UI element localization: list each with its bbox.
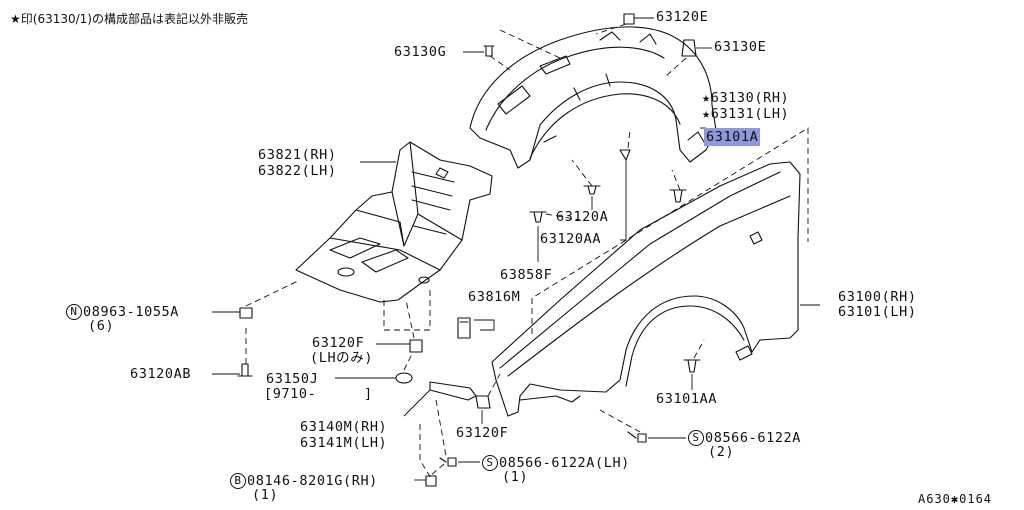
circle-n-symbol: N (66, 304, 82, 320)
part-callout-63150J[interactable]: 63150J (266, 371, 319, 387)
part-callout-63101AA[interactable]: 63101AA (656, 391, 718, 407)
quantity-label: (1) (502, 469, 529, 485)
part-number: 08146-8201G(RH) (247, 473, 378, 489)
part-callout-63131-lh[interactable]: ★63131(LH) (702, 106, 790, 122)
part-callout-63120F[interactable]: 63120F (456, 425, 509, 441)
fasteners (237, 13, 701, 487)
part-number: 08566-6122A (705, 430, 802, 446)
part-callout-63120AB[interactable]: 63120AB (130, 366, 192, 382)
part-callout-63120AA[interactable]: 63120AA (540, 231, 602, 247)
highlighted-part-number[interactable]: 63101A (704, 128, 761, 146)
clip-63816m-drawing (457, 317, 471, 339)
part-callout-63822-lh[interactable]: 63822(LH) (258, 163, 337, 179)
part-callout-63130E[interactable]: 63130E (714, 39, 767, 55)
circle-s-symbol: S (688, 430, 704, 446)
fender-liner-drawing (469, 26, 717, 169)
part-callout-63858F[interactable]: 63858F (500, 267, 553, 283)
part-callout-63100-rh[interactable]: 63100(RH) (838, 289, 917, 305)
part-callout-63821-rh[interactable]: 63821(RH) (258, 147, 337, 163)
date-range-end: ] (364, 386, 373, 402)
circle-b-symbol: B (230, 473, 246, 489)
part-number: 08963-1055A (83, 304, 180, 320)
part-number: 08566-6122A(LH) (499, 455, 630, 471)
splash-shield-drawing (295, 141, 493, 303)
part-callout-63130G[interactable]: 63130G (394, 44, 447, 60)
fender-drawing (491, 161, 801, 417)
part-callout-63120A[interactable]: 63120A (556, 209, 609, 225)
part-callout-63816M[interactable]: 63816M (468, 289, 521, 305)
leader-lines (212, 17, 820, 481)
header-note: ★印(63130/1)の構成部品は表記以外非販売 (10, 12, 248, 26)
date-range-start: [9710- (264, 386, 317, 402)
part-callout-63101-lh[interactable]: 63101(LH) (838, 304, 917, 320)
part-callout-63101A[interactable]: 63101A (704, 128, 761, 146)
part-callout-63141M-lh[interactable]: 63141M(LH) (300, 435, 388, 451)
assembly-dashed-lines (245, 23, 809, 481)
part-callout-63120F-lh-only[interactable]: 63120F (312, 335, 365, 351)
part-callout-63130-rh[interactable]: ★63130(RH) (702, 90, 790, 106)
circle-s-symbol: S (482, 455, 498, 471)
quantity-label: (2) (708, 444, 735, 460)
part-callout-63120E[interactable]: 63120E (656, 9, 709, 25)
part-callout-63140M-rh[interactable]: 63140M(RH) (300, 419, 388, 435)
bracket-drawing (429, 381, 477, 401)
lh-only-note: (LHのみ) (310, 350, 374, 366)
quantity-label: (6) (88, 318, 115, 334)
diagram-code: A630✱0164 (918, 492, 993, 506)
quantity-label: (1) (252, 487, 279, 503)
